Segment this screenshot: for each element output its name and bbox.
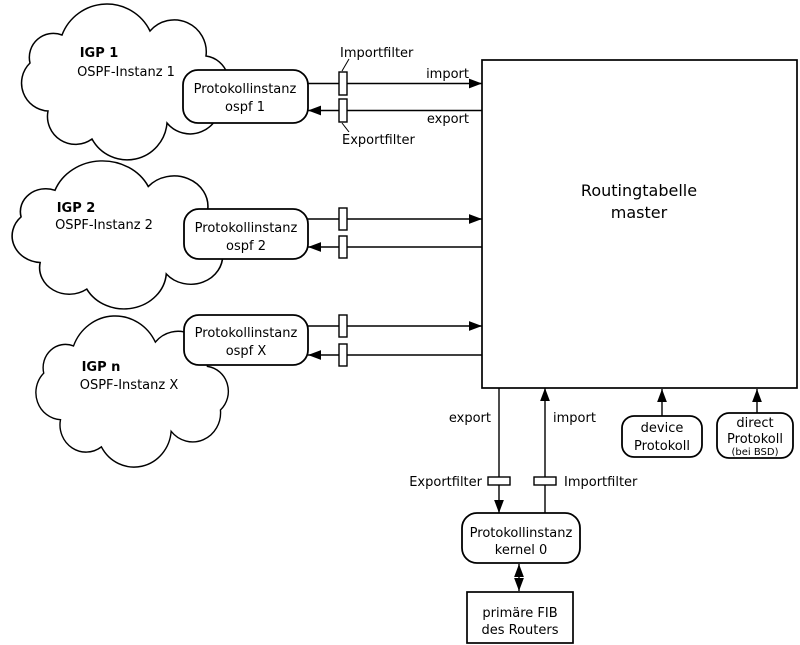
protocol-box-kernel-line1: Protokollinstanz bbox=[470, 526, 573, 541]
device-protocol-box: device Protokoll bbox=[621, 415, 703, 458]
protocol-box-ospf1-line1: Protokollinstanz bbox=[194, 82, 297, 97]
exportfilter-box-row3 bbox=[338, 343, 348, 367]
protocol-box-ospfx-line2: ospf X bbox=[226, 344, 267, 359]
importfilter-box-row2 bbox=[338, 207, 348, 231]
importfilter-box-bottom bbox=[533, 476, 557, 486]
cloud3-title: IGP n bbox=[82, 360, 121, 375]
master-table-title-line1: Routingtabelle bbox=[581, 181, 697, 200]
protocol-box-ospfx-line1: Protokollinstanz bbox=[195, 326, 298, 341]
exportfilter-bottom-label: Exportfilter bbox=[409, 475, 482, 490]
direct-protocol-rect bbox=[716, 412, 794, 459]
exportfilter-box-row1 bbox=[338, 98, 348, 123]
export-top-label: export bbox=[427, 112, 469, 127]
exportfilter-box-bottom bbox=[487, 476, 511, 486]
cloud3-subtitle: OSPF-Instanz X bbox=[80, 378, 179, 393]
fib-box-line1: primäre FIB bbox=[482, 606, 557, 621]
protocol-box-kernel-rect bbox=[461, 512, 581, 564]
importfilter-bottom-label: Importfilter bbox=[564, 475, 638, 490]
protocol-box-ospf2-line2: ospf 2 bbox=[226, 239, 266, 254]
exportfilter-box-row2 bbox=[338, 235, 348, 259]
protocol-box-ospf2-rect bbox=[183, 208, 309, 260]
cloud2-title: IGP 2 bbox=[57, 201, 96, 216]
direct-protocol-line3: (bei BSD) bbox=[732, 447, 779, 458]
protocol-box-ospf1-line2: ospf 1 bbox=[225, 100, 265, 115]
direct-protocol-line2: Protokoll bbox=[727, 432, 783, 447]
exportfilter-callout-tick bbox=[341, 122, 350, 133]
fib-box: primäre FIB des Routers bbox=[466, 591, 574, 644]
fib-box-rect bbox=[466, 591, 574, 644]
protocol-box-ospfx-rect bbox=[183, 314, 309, 366]
direct-protocol-box: direct Protokoll (bei BSD) bbox=[716, 412, 794, 459]
cloud1-title: IGP 1 bbox=[80, 46, 119, 61]
device-protocol-line1: device bbox=[641, 421, 684, 436]
protocol-box-kernel-line2: kernel 0 bbox=[495, 543, 547, 558]
protocol-box-ospf1: Protokollinstanz ospf 1 bbox=[182, 69, 309, 124]
master-table-title-line2: master bbox=[611, 203, 668, 222]
importfilter-callout-tick bbox=[341, 58, 350, 72]
exportfilter-top-label: Exportfilter bbox=[342, 133, 415, 148]
export-bottom-label: export bbox=[449, 411, 491, 426]
fib-box-line2: des Routers bbox=[481, 623, 558, 638]
importfilter-box-row1 bbox=[338, 71, 348, 96]
protocol-box-ospf1-rect bbox=[182, 69, 309, 124]
cloud1-subtitle: OSPF-Instanz 1 bbox=[77, 65, 175, 80]
import-bottom-label: import bbox=[553, 411, 596, 426]
device-protocol-rect bbox=[621, 415, 703, 458]
import-top-label: import bbox=[426, 67, 469, 82]
protocol-box-ospf2: Protokollinstanz ospf 2 bbox=[183, 208, 309, 260]
protocol-box-ospf2-line1: Protokollinstanz bbox=[195, 221, 298, 236]
cloud2-subtitle: OSPF-Instanz 2 bbox=[55, 218, 153, 233]
protocol-box-ospfx: Protokollinstanz ospf X bbox=[183, 314, 309, 366]
importfilter-box-row3 bbox=[338, 314, 348, 338]
master-table-box: Routingtabelle master bbox=[481, 59, 798, 389]
protocol-box-kernel: Protokollinstanz kernel 0 bbox=[461, 512, 581, 564]
importfilter-top-label: Importfilter bbox=[340, 46, 414, 61]
master-table-rect bbox=[481, 59, 798, 389]
direct-protocol-line1: direct bbox=[736, 416, 773, 431]
device-protocol-line2: Protokoll bbox=[634, 439, 690, 454]
